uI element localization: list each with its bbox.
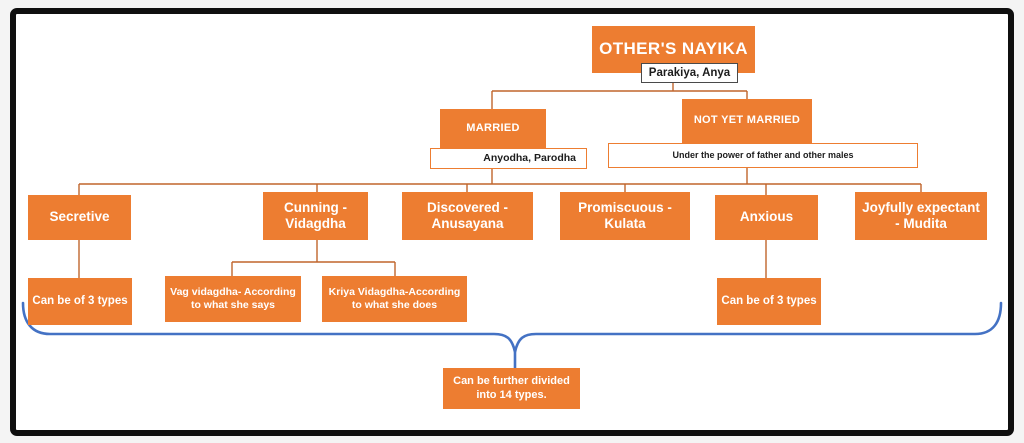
vag-vidagdha-node: Vag vidagdha- According to what she says bbox=[165, 276, 301, 322]
type-node-cunning-vidagdha: Cunning - Vidagdha bbox=[263, 192, 368, 240]
type-label: Anxious bbox=[739, 209, 794, 225]
married-node: MARRIED bbox=[440, 109, 546, 148]
child-label: Vag vidagdha- According to what she says bbox=[170, 286, 296, 311]
secretive-note-node: Can be of 3 types bbox=[28, 278, 132, 325]
not-yet-married-node: NOT YET MARRIED bbox=[682, 99, 812, 143]
kriya-vidagdha-node: Kriya Vidagdha-According to what she doe… bbox=[322, 276, 467, 322]
note-label: Can be of 3 types bbox=[721, 294, 817, 307]
not-yet-married-note-label: Under the power of father and other male… bbox=[608, 143, 918, 168]
footer-note: Can be further divided into 14 types. bbox=[453, 375, 570, 401]
type-label: Cunning - Vidagdha bbox=[284, 199, 347, 231]
root-subtitle: Parakiya, Anya bbox=[648, 66, 731, 79]
type-label: Joyfully expectant - Mudita bbox=[862, 199, 980, 231]
note-label: Can be of 3 types bbox=[32, 294, 128, 307]
type-label: Discovered - Anusayana bbox=[426, 199, 509, 231]
footer-note-node: Can be further divided into 14 types. bbox=[443, 368, 580, 409]
anxious-note-node: Can be of 3 types bbox=[717, 278, 821, 325]
type-node-joyfully-expectant-mudita: Joyfully expectant - Mudita bbox=[855, 192, 987, 240]
married-note-label: Anyodha, Parodha bbox=[430, 148, 587, 169]
type-node-promiscuous-kulata: Promiscuous - Kulata bbox=[560, 192, 690, 240]
type-label: Secretive bbox=[49, 209, 110, 225]
root-subtitle-label: Parakiya, Anya bbox=[641, 63, 738, 83]
type-label: Promiscuous - Kulata bbox=[578, 199, 672, 231]
type-node-anxious: Anxious bbox=[715, 195, 818, 240]
not-yet-married-note: Under the power of father and other male… bbox=[672, 149, 854, 160]
child-label: Kriya Vidagdha-According to what she doe… bbox=[328, 286, 461, 311]
not-yet-married-label: NOT YET MARRIED bbox=[693, 114, 801, 127]
type-node-discovered-anusayana: Discovered - Anusayana bbox=[402, 192, 533, 240]
root-title: OTHER'S NAYIKA bbox=[599, 39, 748, 59]
type-node-secretive: Secretive bbox=[28, 195, 131, 240]
married-note: Anyodha, Parodha bbox=[483, 151, 576, 164]
married-label: MARRIED bbox=[466, 121, 520, 134]
